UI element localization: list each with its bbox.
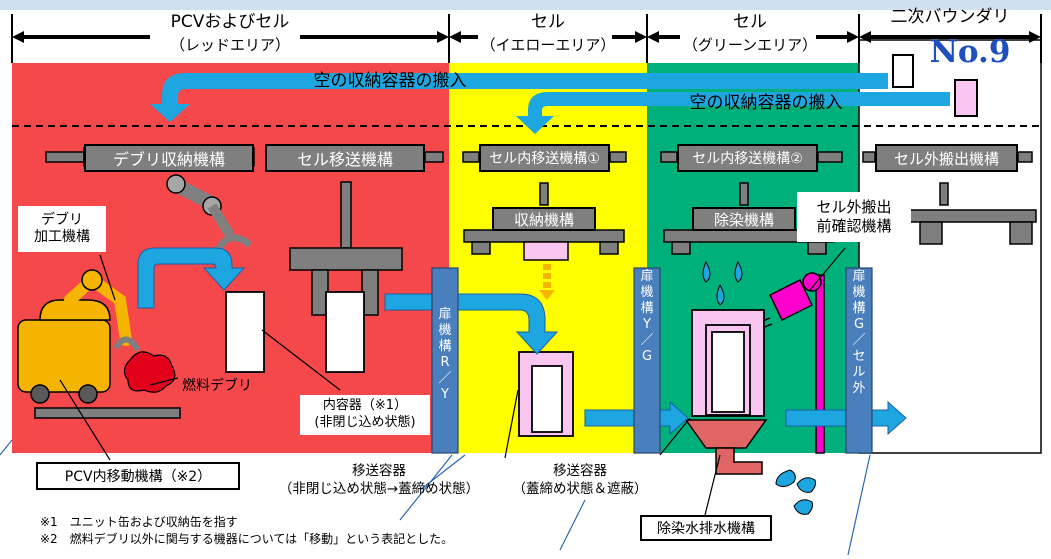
- debris-processing-label: デブリ 加工機構: [18, 206, 106, 252]
- pre-check-mechanism: [769, 272, 825, 454]
- transfer-container-2-label: 移送容器 （蓋締め状態＆遮蔽）: [512, 463, 648, 498]
- pcv-mover-label: PCV内移動機構（※2）: [36, 462, 240, 490]
- transport-label-1: 空の収納容器の搬入: [314, 71, 467, 91]
- white-area: [858, 39, 1042, 454]
- transfer-container-yellow: [518, 351, 574, 437]
- empty-container-pink: [954, 79, 978, 117]
- empty-container-arrows: [150, 73, 950, 134]
- zone-secondary-title: 二次バウンダリ: [891, 7, 1010, 27]
- incell-transfer-2: セル内移送機構②: [677, 144, 818, 172]
- thin-blue-lines: [0, 439, 871, 556]
- header-band: [0, 0, 1051, 10]
- process-arrows: [137, 247, 907, 436]
- storage-mechanism: 収納機構: [492, 207, 596, 231]
- storage-drop-arrow: [539, 264, 555, 300]
- storage-label: 収納機構: [513, 210, 574, 229]
- inner-containers: [225, 291, 365, 373]
- cell-transfer-label: セル移送機構: [296, 150, 393, 169]
- decontamination-label: 除染機構: [713, 210, 774, 229]
- incell-transfer-1-label: セル内移送機構①: [489, 151, 600, 167]
- outcell-carry-mechanism: セル外搬出機構: [875, 144, 1018, 172]
- outcell-carry-label: セル外搬出機構: [893, 149, 999, 168]
- water-drops-upper: [702, 260, 743, 306]
- debris-storage-mechanism: デブリ収納機構: [84, 144, 254, 172]
- drain-label: 除染水排水機構: [640, 515, 772, 541]
- zone-green-subtitle: （グリーンエリア）: [683, 36, 817, 54]
- zone-yellow-subtitle: （イエローエリア）: [481, 36, 616, 54]
- page-number: No.9: [930, 34, 1011, 70]
- transfer-container-green: [691, 309, 765, 417]
- cell-transfer-press: [289, 181, 403, 316]
- note-1: ※1 ユニット缶および収納缶を指す: [40, 515, 238, 529]
- empty-container-white: [892, 54, 914, 88]
- debris-storage-arm: [166, 174, 253, 252]
- debris-storage-label: デブリ収納機構: [112, 150, 225, 169]
- storage-mechanism-frame: [463, 182, 625, 261]
- transfer-container-1-label: 移送容器 （非閉じ込め状態→蓋締め状態）: [278, 463, 480, 498]
- zone-span-arrows: [12, 31, 1041, 43]
- cell-transfer-mechanism: セル移送機構: [265, 144, 425, 172]
- decontamination-frame: [663, 182, 835, 255]
- decontamination-mechanism: 除染機構: [692, 207, 796, 231]
- zone-pcv-subtitle: （レッドエリア）: [170, 36, 290, 54]
- debris-processing-machine: [17, 269, 181, 419]
- zone-pcv-title: PCVおよびセル: [171, 12, 290, 32]
- transport-label-2: 空の収納容器の搬入: [690, 93, 843, 113]
- fuel-debris-label: 燃料デブリ: [182, 377, 252, 394]
- drain-water-drops: [775, 469, 816, 515]
- incell-transfer-1: セル内移送機構①: [479, 144, 610, 172]
- drain-funnel: [684, 419, 768, 475]
- leader-lines: [59, 247, 846, 516]
- zone-green-title: セル: [733, 12, 767, 32]
- note-2: ※2 燃料デブリ以外に関与する機器については「移動」という表記とした。: [40, 532, 454, 546]
- incell-transfer-2-label: セル内移送機構②: [692, 151, 803, 167]
- doors: [431, 267, 873, 454]
- pre-check-label: セル外搬出 前確認機構: [797, 192, 911, 242]
- inner-container-label: 内容器（※1） (非閉じ込め状態): [300, 395, 430, 435]
- zone-yellow-title: セル: [531, 12, 565, 32]
